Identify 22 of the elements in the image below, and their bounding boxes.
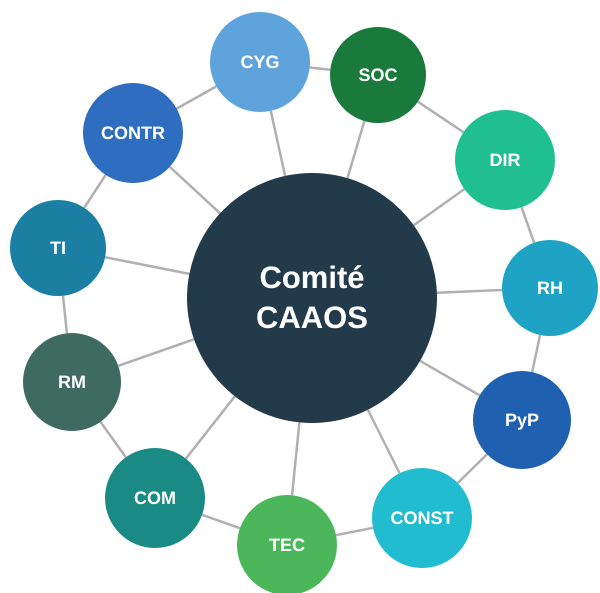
- connector-line: [310, 66, 330, 71]
- connector-line: [62, 296, 68, 334]
- connector-line: [366, 409, 401, 474]
- connector-line: [436, 288, 502, 294]
- connector-line: [83, 174, 107, 208]
- connector-line: [336, 526, 374, 536]
- connector-line: [202, 514, 240, 530]
- connector-line: [104, 256, 190, 276]
- connector-line: [290, 422, 301, 496]
- connector-line: [417, 100, 464, 134]
- connector-line: [168, 166, 221, 214]
- connector-line: [456, 453, 488, 484]
- connector-line: [100, 421, 127, 458]
- connector-line: [419, 360, 480, 396]
- connector-line: [346, 120, 366, 178]
- connector-line: [184, 396, 236, 460]
- connector-line: [520, 206, 536, 244]
- connector-line: [270, 110, 286, 176]
- connector-line: [118, 338, 194, 367]
- connector-line: [412, 188, 466, 226]
- connector-line: [176, 85, 217, 110]
- connector-line: [530, 334, 542, 372]
